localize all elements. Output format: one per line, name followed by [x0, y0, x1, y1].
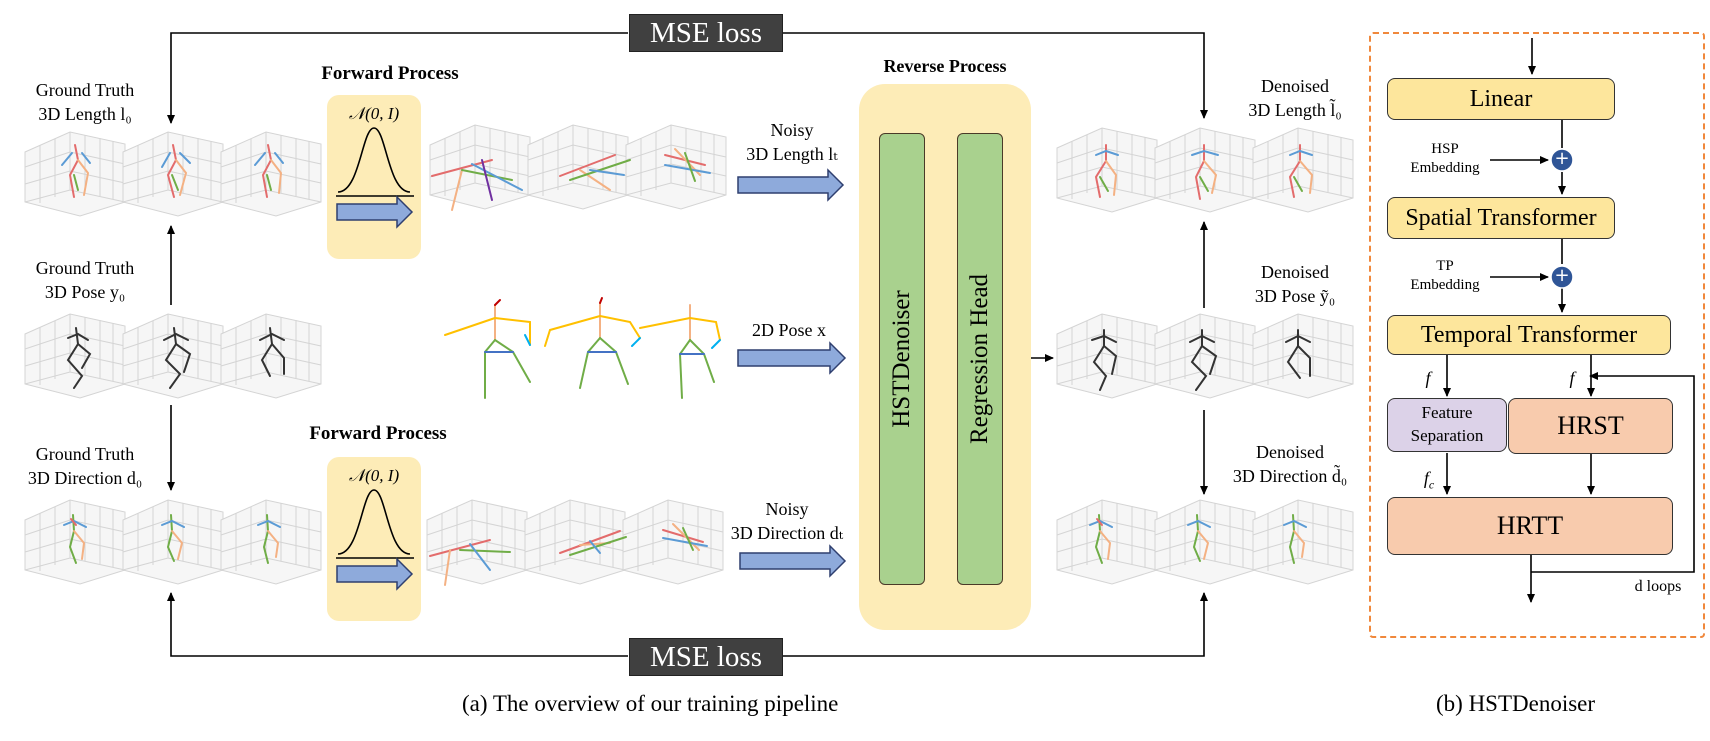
- hrtt-block: HRTT: [1387, 497, 1673, 555]
- gt-pose-line2: 3D Pose y₀: [44, 282, 126, 302]
- noisy-length-label: Noisy 3D Length lₜ: [722, 118, 862, 166]
- gt-length-line1: Ground Truth: [35, 80, 135, 100]
- hstdenoiser-block: HSTDenoiser: [879, 133, 925, 585]
- denoised-length-line1: Denoised: [1261, 76, 1329, 96]
- mse-loss-bottom: MSE loss: [629, 638, 783, 676]
- tp-plus-icon: +: [1554, 265, 1570, 286]
- denoised-length-line2: 3D Length l̃₀: [1248, 100, 1342, 120]
- blue-arrows: [336, 168, 847, 591]
- denoised-direction-line2: 3D Direction d̃₀: [1232, 466, 1348, 486]
- denoised-pose-line1: Denoised: [1261, 262, 1329, 282]
- denoiser-connectors: [1443, 38, 1695, 603]
- tp-line2: Embedding: [1410, 277, 1480, 293]
- spatial-transformer-block: Spatial Transformer: [1387, 197, 1615, 239]
- forward-gaussian-box-top: [327, 95, 421, 259]
- hstdenoiser-pane: [1369, 32, 1705, 638]
- noisy-direction-line2: 3D Direction dₜ: [730, 523, 844, 543]
- mse-loss-top: MSE loss: [629, 14, 783, 52]
- gt-pose-label: Ground Truth 3D Pose y₀: [10, 256, 160, 304]
- mse-loss-connectors: [167, 32, 1208, 657]
- gt-length-line2: 3D Length l₀: [38, 104, 132, 124]
- d-loops-label: d loops: [1634, 578, 1682, 595]
- gt-direction-line2: 3D Direction d₀: [27, 468, 143, 488]
- noisy-length-line1: Noisy: [770, 120, 814, 140]
- fc-main: f: [1423, 468, 1429, 488]
- noisy-direction-label: Noisy 3D Direction dₜ: [712, 497, 862, 545]
- gaussian-label-top: 𝒩(0, I): [348, 104, 400, 123]
- gt-direction-line1: Ground Truth: [35, 444, 135, 464]
- hsp-line2: Embedding: [1410, 160, 1480, 176]
- caption-a: (a) The overview of our training pipelin…: [462, 691, 839, 716]
- tp-embedding-label: TP Embedding: [1400, 257, 1490, 295]
- reverse-process-title: Reverse Process: [883, 56, 1007, 76]
- denoised-direction-line1: Denoised: [1256, 442, 1324, 462]
- pose2d-arrow: [737, 341, 847, 375]
- f-right-label: f: [1569, 368, 1575, 388]
- denoised-pose-line2: 3D Pose ỹ₀: [1254, 286, 1336, 306]
- noisy-direction-arrow: [739, 544, 847, 578]
- gt-length-label: Ground Truth 3D Length l₀: [10, 78, 160, 126]
- skeleton-figures: [61, 144, 1314, 586]
- forward-gaussian-box-bottom: [327, 457, 421, 621]
- denoised-direction-label: Denoised 3D Direction d̃₀: [1205, 440, 1375, 488]
- denoised-length-label: Denoised 3D Length l̃₀: [1220, 74, 1370, 122]
- noisy-length-line2: 3D Length lₜ: [746, 144, 838, 164]
- hsp-embedding-label: HSP Embedding: [1400, 140, 1490, 178]
- regression-head-block: Regression Head: [957, 133, 1003, 585]
- pose2d-label: 2D Pose x: [751, 320, 826, 340]
- feature-separation-line1: Feature: [1421, 403, 1473, 422]
- fc-label: fc: [1418, 466, 1440, 497]
- gaussian-label-bottom: 𝒩(0, I): [348, 466, 400, 485]
- hsp-line1: HSP: [1431, 141, 1459, 157]
- gt-direction-label: Ground Truth 3D Direction d₀: [0, 442, 170, 490]
- forward-arrow-bottom: [336, 557, 414, 591]
- forward-process-title-top: Forward Process: [321, 63, 459, 84]
- f-left-label: f: [1425, 368, 1431, 388]
- gaussian-curves: [336, 127, 414, 559]
- feature-separation-line2: Separation: [1410, 426, 1484, 445]
- hsp-plus-icon: +: [1554, 148, 1570, 169]
- tp-line1: TP: [1436, 258, 1454, 274]
- noisy-length-arrow: [737, 168, 845, 202]
- gt-pose-line1: Ground Truth: [35, 258, 135, 278]
- noisy-direction-line1: Noisy: [765, 499, 809, 519]
- temporal-transformer-block: Temporal Transformer: [1387, 315, 1671, 355]
- caption-b: (b) HSTDenoiser: [1436, 691, 1596, 716]
- linear-block: Linear: [1387, 78, 1615, 120]
- forward-arrow-top: [336, 195, 414, 229]
- fc-sub: c: [1428, 477, 1435, 492]
- denoised-pose-label: Denoised 3D Pose ỹ₀: [1220, 260, 1370, 308]
- hrst-block: HRST: [1508, 398, 1673, 454]
- feature-separation-block: Feature Separation: [1387, 398, 1507, 452]
- add-circles: [1550, 148, 1574, 289]
- forward-process-title-bottom: Forward Process: [309, 423, 447, 444]
